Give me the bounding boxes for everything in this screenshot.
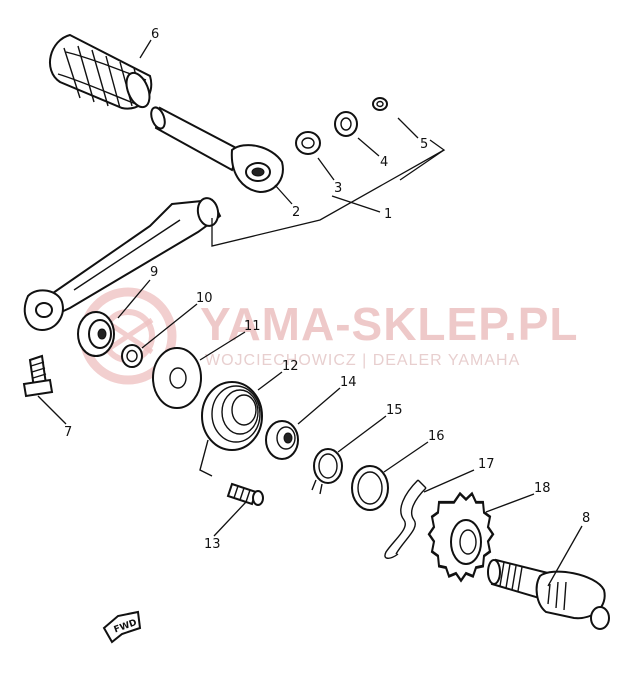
part-label-16: 16 (428, 429, 445, 444)
part-label-17: 17 (478, 457, 495, 472)
washer-part (334, 111, 358, 137)
oil-seal-part (77, 311, 115, 357)
part-label-9: 9 (150, 265, 158, 280)
circlip-small-part (121, 344, 143, 368)
part-label-13: 13 (204, 537, 221, 552)
part-label-12: 12 (282, 359, 299, 374)
clip-spring-part (384, 479, 427, 559)
part-label-8: 8 (582, 511, 590, 526)
part-label-2: 2 (292, 205, 300, 220)
watermark-dealer: WOJCIECHOWICZ | DEALER YAMAHA (205, 352, 520, 369)
spring-clip-part (295, 131, 321, 155)
part-label-11: 11 (244, 319, 261, 334)
part-number-labels: 6 5 4 3 2 1 9 10 11 12 14 15 16 17 18 8 … (64, 27, 590, 552)
bolt-part (22, 354, 54, 398)
spring-pin-part (226, 482, 264, 506)
part-label-3: 3 (334, 181, 342, 196)
part-label-18: 18 (534, 481, 551, 496)
part-label-14: 14 (340, 375, 357, 390)
part-label-6: 6 (151, 27, 159, 42)
watermark-brand: YAMA-SKLEP.PL (200, 298, 579, 350)
fwd-arrow-icon: FWD (102, 610, 142, 644)
part-label-1: 1 (384, 207, 392, 222)
part-label-10: 10 (196, 291, 213, 306)
kick-crank-shaft-part (150, 106, 284, 194)
part-label-4: 4 (380, 155, 388, 170)
circlip-part (372, 97, 388, 111)
thrust-washer-part (152, 347, 202, 409)
plain-washer-part (351, 465, 389, 511)
torsion-spring-part (199, 381, 263, 477)
part-label-5: 5 (420, 137, 428, 152)
kick-gear-part (427, 491, 495, 583)
part-label-15: 15 (386, 403, 403, 418)
bushing-part (265, 420, 299, 460)
part-label-7: 7 (64, 425, 72, 440)
kick-axle-part (487, 558, 610, 630)
watermark: YAMA-SKLEP.PL WOJCIECHOWICZ | DEALER YAM… (79, 287, 579, 385)
leader-lines (37, 39, 583, 587)
grip-rubber-part (49, 33, 153, 110)
kick-arm-lower-part (23, 197, 222, 332)
circlip-large-part (311, 448, 343, 495)
